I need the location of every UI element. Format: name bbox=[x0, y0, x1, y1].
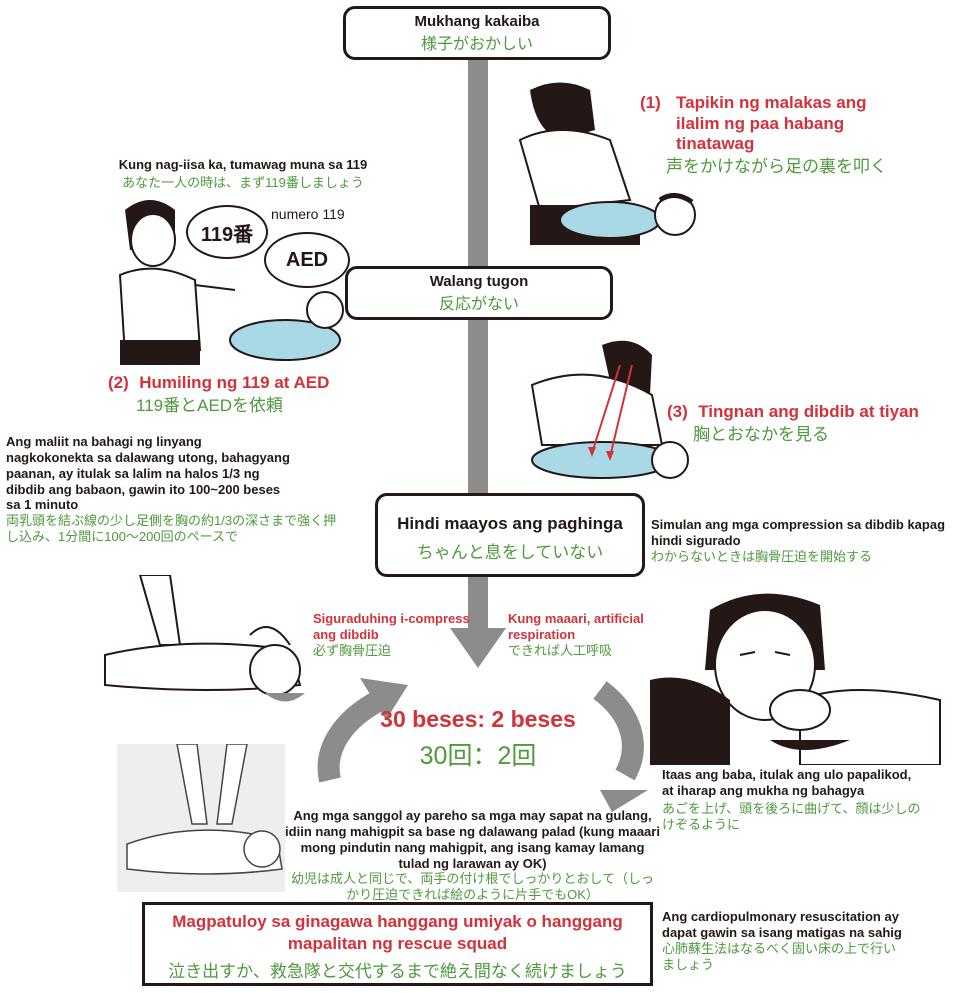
illustration-tapping-feet bbox=[518, 82, 696, 245]
ratio-jp: 30回：2回 bbox=[419, 742, 537, 771]
box-no-response-tl: Walang tugon bbox=[429, 273, 529, 290]
box-final-tl: Magpatuloy sa ginagawa hanggang umiyak o… bbox=[172, 912, 623, 954]
ratio-tl: 30 beses: 2 beses bbox=[380, 706, 576, 732]
alone-tl: Kung nag-iisa ka, tumawag muna sa 119 bbox=[118, 157, 368, 172]
step3-jp: 胸とおなかを見る bbox=[693, 424, 829, 444]
illustration-chest-compression bbox=[104, 575, 305, 702]
sure-compress-text: Siguraduhing i-compress ang dibdib 必ず胸骨圧… bbox=[313, 611, 473, 659]
box-no-response: Walang tugon 反応がない bbox=[345, 266, 613, 320]
box-breathing: Hindi maayos ang paghinga ちゃんと息をしていない bbox=[375, 493, 645, 577]
box-start-jp: 様子がおかしい bbox=[420, 36, 533, 53]
ratio-text: 30 beses: 2 beses 30回：2回 bbox=[350, 705, 606, 772]
step2-text: (2) Humiling ng 119 at AED 119番とAEDを依頼 bbox=[108, 373, 378, 416]
box-final: Magpatuloy sa ginagawa hanggang umiyak o… bbox=[142, 902, 653, 986]
step2-tl: Humiling ng 119 at AED bbox=[139, 373, 330, 392]
step1-num: (1) bbox=[640, 93, 661, 112]
illustration-checking-chest bbox=[530, 340, 689, 479]
bubble-aed: AED bbox=[264, 232, 350, 288]
box-no-response-jp: 反応がない bbox=[438, 296, 519, 313]
step1-text: (1) Tapikin ng malakas ang ilalim ng paa… bbox=[640, 93, 940, 178]
artificial-text: Kung maaari, artificial respiration できれば… bbox=[508, 611, 678, 659]
box-start: Mukhang kakaiba 様子がおかしい bbox=[343, 6, 611, 60]
artificial-jp: できれば人工呼吸 bbox=[508, 642, 613, 658]
compress-howto-text: Ang maliit na bahagi ng linyang nagkokon… bbox=[6, 434, 346, 545]
unsure-tl: Simulan ang mga compression sa dibdib ka… bbox=[651, 517, 946, 548]
artificial-tl: Kung maaari, artificial respiration bbox=[508, 611, 644, 642]
floor-tl: Ang cardiopulmonary resuscitation ay dap… bbox=[662, 909, 902, 940]
chin-jp: あごを上げ、頭を後ろに曲げて、顔は少しのけぞるように bbox=[662, 800, 921, 832]
step2-num: (2) bbox=[108, 373, 129, 392]
floor-jp: 心肺蘇生法はなるべく固い床の上で行いましょう bbox=[662, 940, 897, 972]
sure-compress-jp: 必ず胸骨圧迫 bbox=[313, 642, 392, 658]
sure-compress-tl: Siguraduhing i-compress ang dibdib bbox=[313, 611, 470, 642]
bubble-119: 119番 bbox=[186, 205, 268, 259]
step3-tl: Tingnan ang dibdib at tiyan bbox=[698, 402, 919, 421]
step3-text: (3) Tingnan ang dibdib at tiyan 胸とおなかを見る bbox=[667, 402, 957, 445]
step1-tl: Tapikin ng malakas ang ilalim ng paa hab… bbox=[676, 93, 867, 154]
box-final-jp: 泣き出すか、救急隊と交代するまで絶え間なく続けましょう bbox=[168, 962, 627, 982]
chin-text: Itaas ang baba, itulak ang ulo papalikod… bbox=[662, 767, 922, 832]
unsure-jp: わからないときは胸骨圧迫を開始する bbox=[651, 548, 873, 564]
infant-jp: 幼児は成人と同じで、両手の付け根でしっかりとおして（しっかり圧迫できれば絵のよう… bbox=[290, 871, 655, 903]
step2-jp: 119番とAEDを依頼 bbox=[136, 395, 284, 415]
numero-119-label: numero 119 bbox=[271, 206, 345, 222]
illustration-rescue-breathing bbox=[650, 593, 941, 765]
alone-text: Kung nag-iisa ka, tumawag muna sa 119 あな… bbox=[100, 157, 386, 191]
alone-jp: あなた一人の時は、まず119番しましょう bbox=[122, 174, 364, 190]
chin-tl: Itaas ang baba, itulak ang ulo papalikod… bbox=[662, 767, 912, 798]
step1-jp: 声をかけながら足の裏を叩く bbox=[666, 157, 887, 177]
box-breathing-jp: ちゃんと息をしていない bbox=[416, 543, 604, 562]
illustration-infant-compression bbox=[117, 744, 285, 892]
floor-text: Ang cardiopulmonary resuscitation ay dap… bbox=[662, 909, 907, 972]
infant-tl: Ang mga sanggol ay pareho sa mga may sap… bbox=[285, 808, 660, 871]
illustration-calling-119 bbox=[118, 200, 344, 365]
step3-num: (3) bbox=[667, 402, 688, 421]
box-start-tl: Mukhang kakaiba bbox=[414, 13, 540, 30]
unsure-text: Simulan ang mga compression sa dibdib ka… bbox=[651, 517, 951, 565]
box-breathing-tl: Hindi maayos ang paghinga bbox=[397, 514, 623, 533]
compress-howto-tl: Ang maliit na bahagi ng linyang nagkokon… bbox=[6, 434, 290, 513]
compress-howto-jp: 両乳頭を結ぶ線の少し足側を胸の約1/3の深さまで強く押し込み、1分間に100～2… bbox=[6, 513, 337, 545]
infant-text: Ang mga sanggol ay pareho sa mga may sap… bbox=[285, 808, 660, 903]
